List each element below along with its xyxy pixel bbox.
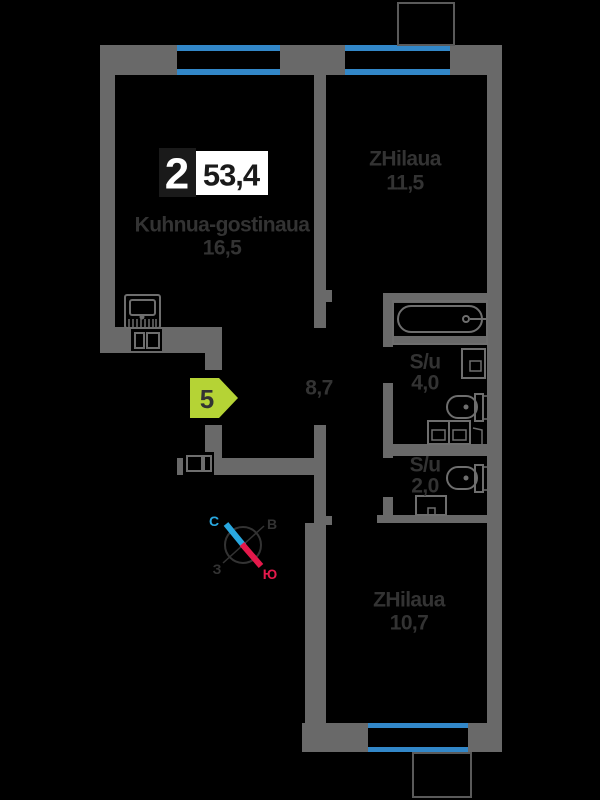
compass-label-west: З xyxy=(213,561,222,577)
window-bedroom-bottom-inner xyxy=(368,747,468,752)
compass-needle-north xyxy=(223,522,247,548)
fixtures xyxy=(124,294,488,516)
wall-bottomroom-left xyxy=(305,523,326,752)
entrance-marker: 5 xyxy=(190,378,238,418)
kitchen-unit-icon xyxy=(131,329,162,351)
wall-bottom-right xyxy=(468,723,502,752)
window-bedroom-bottom-outer xyxy=(368,723,468,728)
compass-rose-icon: С В З Ю xyxy=(209,513,277,582)
toilet-large-icon xyxy=(446,393,487,422)
washing-machine-icon xyxy=(427,420,483,445)
window-kitchen-inner xyxy=(177,69,280,75)
wall-entrance-lower xyxy=(205,425,222,458)
kitchen-sink-icon xyxy=(124,294,161,329)
bathtub-icon xyxy=(392,300,488,345)
hallway-area: 8,7 xyxy=(305,377,332,400)
wall-jamb-bedroom-top xyxy=(326,290,332,302)
window-bedroom-top-inner xyxy=(345,69,450,75)
bedroom-top-area: 11,5 xyxy=(386,172,424,195)
window-bedroom-top-outer xyxy=(345,45,450,51)
kitchen-living-area: 16,5 xyxy=(203,237,242,260)
wall-bath-left-3 xyxy=(383,497,393,523)
compass-circle xyxy=(224,526,262,564)
wall-jamb-bottomroom xyxy=(326,516,332,525)
wall-divider-kitchen-bedroom xyxy=(314,75,326,328)
wall-bottom-left xyxy=(302,723,368,752)
kitchen-living-name: Kuhnua-gostinaua xyxy=(135,214,311,237)
washbasin-large-icon xyxy=(461,348,486,379)
bedroom-top-name: ZHilaua xyxy=(369,148,442,171)
balconies xyxy=(397,2,472,798)
wall-right xyxy=(487,45,502,752)
badge-area-box xyxy=(196,151,268,195)
wall-corridor-left xyxy=(314,425,326,523)
entrance-number: 5 xyxy=(200,384,214,414)
electric-panel-icon xyxy=(183,452,214,475)
bathroom-small-area: 2,0 xyxy=(411,475,438,498)
compass-needle-south xyxy=(239,542,264,568)
window-kitchen-outer xyxy=(177,45,280,51)
apartment-badge: 2 53,4 xyxy=(159,148,268,199)
badge-total-area: 53,4 xyxy=(203,158,261,193)
wall-bath-left-1 xyxy=(383,303,393,347)
compass-label-north: С xyxy=(209,513,219,529)
bedroom-bottom-name: ZHilaua xyxy=(373,589,446,612)
badge-room-count: 2 xyxy=(165,150,189,199)
wall-top-middle xyxy=(280,45,345,75)
compass-label-east: В xyxy=(267,516,277,532)
wall-bottomroom-top xyxy=(377,515,487,523)
balcony-bottom-outline xyxy=(412,752,472,798)
wall-left xyxy=(100,45,115,353)
bathroom-large-area: 4,0 xyxy=(411,372,438,395)
windows xyxy=(177,45,468,752)
room-labels: Kuhnua-gostinaua 16,5 ZHilaua 11,5 S/u 4… xyxy=(135,148,447,635)
badge-rooms-box xyxy=(159,148,196,197)
bedroom-bottom-area: 10,7 xyxy=(390,612,428,635)
bathroom-small-name: S/u xyxy=(410,454,441,477)
wall-entrance-upper xyxy=(205,353,222,370)
bathroom-large-name: S/u xyxy=(410,351,441,374)
wall-bath-divider xyxy=(383,444,487,456)
toilet-small-icon xyxy=(446,464,487,493)
compass-label-south: Ю xyxy=(263,566,277,582)
balcony-top-outline xyxy=(397,2,455,46)
wall-bath-left-2 xyxy=(383,383,393,458)
wall-bedroom-top-bottom xyxy=(383,293,487,303)
washbasin-small-icon xyxy=(415,495,447,516)
entrance-arrow-icon xyxy=(190,378,238,418)
